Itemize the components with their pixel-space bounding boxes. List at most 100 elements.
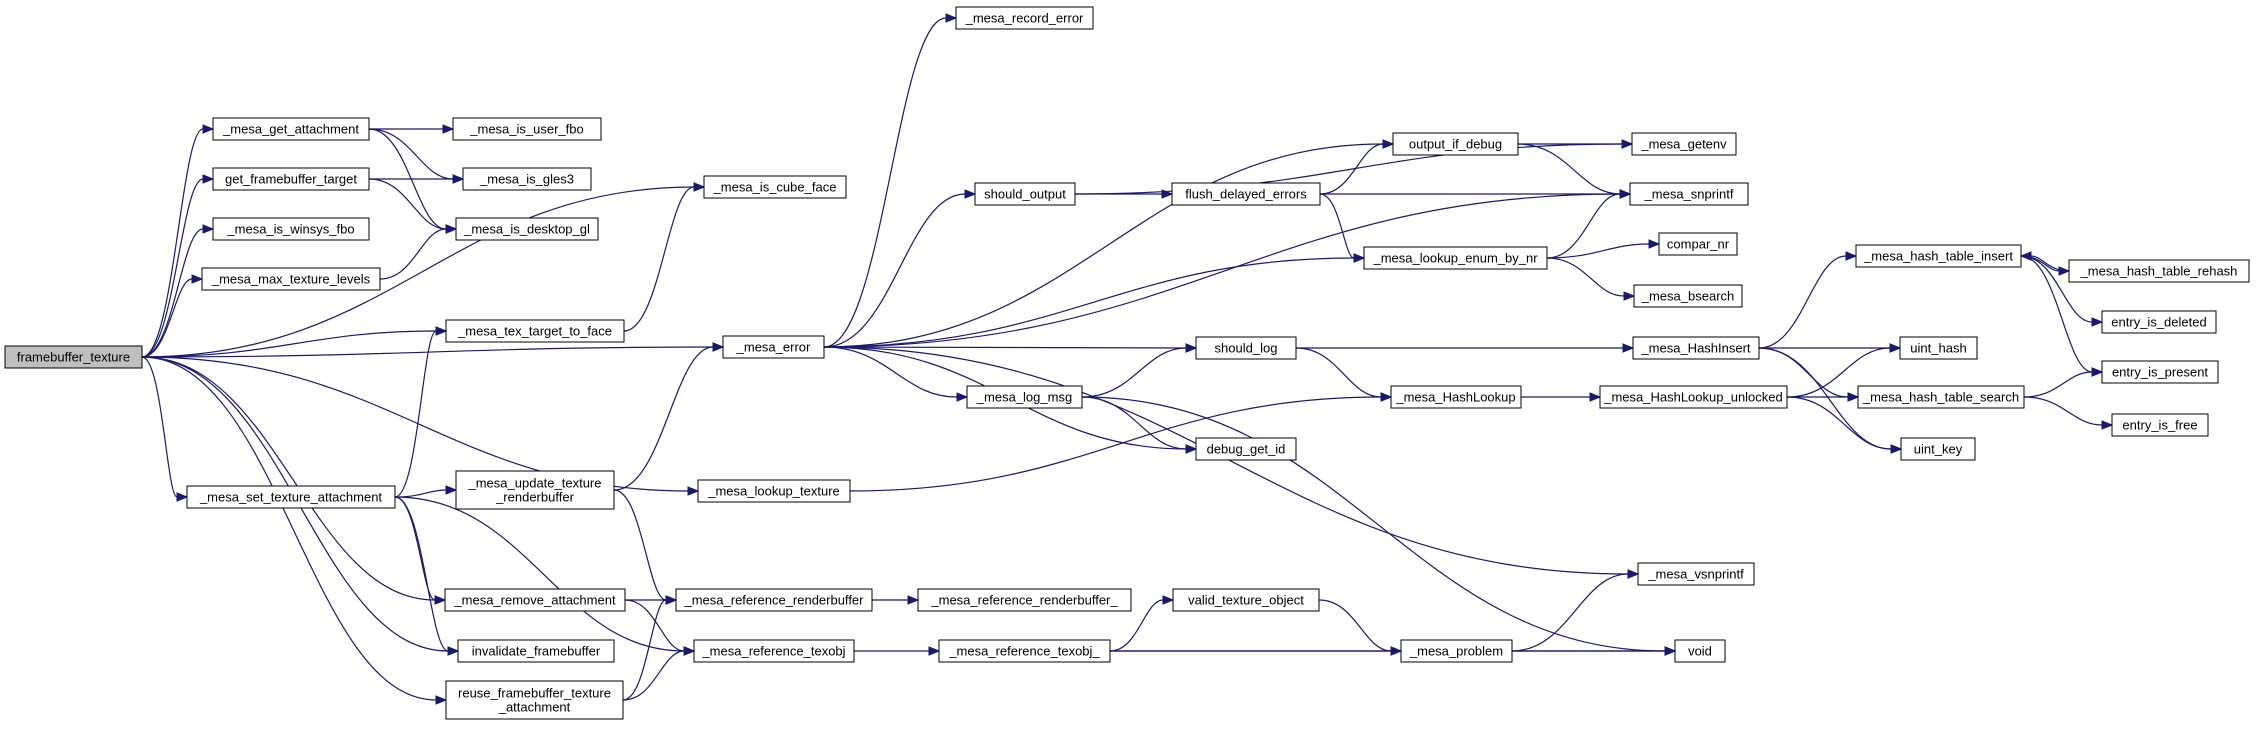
node-entry-is-free[interactable]: entry_is_free xyxy=(2111,413,2209,437)
node-mesa-hashlookup[interactable]: _mesa_HashLookup xyxy=(1390,385,1522,409)
node-mesa-snprintf[interactable]: _mesa_snprintf xyxy=(1629,182,1749,206)
node-mesa-set-texture-attachment[interactable]: _mesa_set_texture_attachment xyxy=(186,485,396,509)
node-should-log[interactable]: should_log xyxy=(1195,336,1297,360)
node-box xyxy=(462,167,592,191)
node-uint-hash[interactable]: uint_hash xyxy=(1899,336,1978,360)
edge-line xyxy=(394,496,449,652)
edge-line xyxy=(1517,143,1621,195)
edge-arrowhead xyxy=(1664,646,1677,656)
edge-mesa-problem-to-mesa-vsnprintf xyxy=(1511,569,1640,652)
edge-should-output-to-mesa-getenv xyxy=(1074,139,1634,195)
node-mesa-hashinsert[interactable]: _mesa_HashInsert xyxy=(1632,336,1760,360)
edge-arrowhead xyxy=(1589,392,1602,402)
node-mesa-is-gles3[interactable]: _mesa_is_gles3 xyxy=(462,167,592,191)
edge-arrowhead xyxy=(2101,420,2114,430)
node-mesa-update-texture-renderbuffer[interactable]: _mesa_update_texture_renderbuffer xyxy=(455,470,615,510)
node-mesa-is-user-fbo[interactable]: _mesa_is_user_fbo xyxy=(452,117,602,141)
node-mesa-reference-texobj[interactable]: _mesa_reference_texobj_ xyxy=(938,639,1111,663)
node-mesa-hash-table-search[interactable]: _mesa_hash_table_search xyxy=(1857,385,2025,409)
node-mesa-is-cube-face[interactable]: _mesa_is_cube_face xyxy=(703,175,847,199)
node-invalidate-framebuffer[interactable]: invalidate_framebuffer xyxy=(457,639,615,663)
edge-get-framebuffer-target-to-mesa-is-gles3 xyxy=(369,174,465,184)
node-mesa-record-error[interactable]: _mesa_record_error xyxy=(955,6,1094,30)
edge-arrowhead xyxy=(1390,646,1403,656)
node-mesa-remove-attachment[interactable]: _mesa_remove_attachment xyxy=(444,588,626,612)
edge-line xyxy=(1786,347,1891,398)
node-label: _mesa_getenv xyxy=(1640,137,1727,152)
edge-arrowhead xyxy=(202,224,215,234)
edge-arrowhead xyxy=(1889,343,1902,353)
node-mesa-tex-target-to-face[interactable]: _mesa_tex_target_to_face xyxy=(445,319,625,343)
edge-mesa-max-texture-levels-to-mesa-is-desktop-gl xyxy=(379,224,458,280)
node-box xyxy=(1599,385,1788,409)
edge-line xyxy=(141,356,178,498)
node-box xyxy=(4,345,143,369)
node-box xyxy=(2101,310,2217,334)
node-mesa-is-desktop-gl[interactable]: _mesa_is_desktop_gl xyxy=(455,217,599,241)
edge-line xyxy=(823,143,1384,348)
node-label: _mesa_HashLookup xyxy=(1395,390,1515,405)
edge-line xyxy=(394,496,436,601)
node-mesa-reference-renderbuffer[interactable]: _mesa_reference_renderbuffer xyxy=(675,588,873,612)
node-get-framebuffer-target[interactable]: get_framebuffer_target xyxy=(212,167,370,191)
node-mesa-is-winsys-fbo[interactable]: _mesa_is_winsys_fbo xyxy=(212,217,370,241)
edge-mesa-hashlookup-to-mesa-hashlookup-unlocked xyxy=(1521,392,1602,402)
node-entry-is-deleted[interactable]: entry_is_deleted xyxy=(2101,310,2217,334)
node-mesa-vsnprintf[interactable]: _mesa_vsnprintf xyxy=(1637,562,1755,586)
edge-mesa-lookup-enum-by-nr-to-mesa-bsearch xyxy=(1546,257,1636,301)
edge-framebuffer-texture-to-mesa-get-attachment xyxy=(141,124,215,358)
node-reuse-framebuffer-texture-attachment[interactable]: reuse_framebuffer_texture_attachment xyxy=(445,680,624,720)
node-flush-delayed-errors[interactable]: flush_delayed_errors xyxy=(1171,182,1321,206)
node-label: flush_delayed_errors xyxy=(1185,187,1307,202)
edge-mesa-hashinsert-to-uint-hash xyxy=(1759,343,1902,353)
node-mesa-bsearch[interactable]: _mesa_bsearch xyxy=(1633,284,1743,308)
node-mesa-lookup-texture[interactable]: _mesa_lookup_texture xyxy=(697,479,851,503)
node-label: framebuffer_texture xyxy=(17,350,130,365)
node-mesa-getenv[interactable]: _mesa_getenv xyxy=(1631,132,1737,156)
edge-line xyxy=(141,356,437,701)
edge-mesa-error-to-output-if-debug xyxy=(823,139,1395,348)
edge-line xyxy=(141,228,204,358)
node-mesa-reference-texobj[interactable]: _mesa_reference_texobj xyxy=(693,639,855,663)
node-label: _mesa_hash_table_rehash xyxy=(2080,264,2238,279)
node-label: _mesa_tex_target_to_face xyxy=(457,324,612,339)
node-mesa-log-msg[interactable]: _mesa_log_msg xyxy=(966,385,1083,409)
node-mesa-hash-table-insert[interactable]: _mesa_hash_table_insert xyxy=(1855,244,2022,268)
node-entry-is-present[interactable]: entry_is_present xyxy=(2101,360,2219,384)
node-box xyxy=(1637,562,1755,586)
node-mesa-problem[interactable]: _mesa_problem xyxy=(1400,639,1513,663)
node-mesa-max-texture-levels[interactable]: _mesa_max_texture_levels xyxy=(201,267,381,291)
node-compar-nr[interactable]: compar_nr xyxy=(1658,232,1738,256)
edge-arrowhead xyxy=(447,646,460,656)
edge-should-log-to-mesa-hashlookup xyxy=(1295,347,1393,402)
node-mesa-get-attachment[interactable]: _mesa_get_attachment xyxy=(212,117,370,141)
node-label: invalidate_framebuffer xyxy=(472,644,601,659)
node-label: reuse_framebuffer_texture xyxy=(458,686,611,701)
node-box xyxy=(452,117,602,141)
node-label: _mesa_max_texture_levels xyxy=(211,272,371,287)
node-uint-key[interactable]: uint_key xyxy=(1900,437,1976,461)
node-mesa-error[interactable]: _mesa_error xyxy=(722,335,825,359)
node-valid-texture-object[interactable]: valid_texture_object xyxy=(1172,588,1320,612)
node-mesa-hashlookup-unlocked[interactable]: _mesa_HashLookup_unlocked xyxy=(1599,385,1788,409)
edge-arrowhead xyxy=(1621,139,1634,149)
node-mesa-reference-renderbuffer[interactable]: _mesa_reference_renderbuffer_ xyxy=(917,588,1132,612)
edge-arrowhead xyxy=(434,595,447,605)
node-output-if-debug[interactable]: output_if_debug xyxy=(1392,132,1519,156)
edge-mesa-tex-target-to-face-to-mesa-is-cube-face xyxy=(623,182,706,332)
node-should-output[interactable]: should_output xyxy=(974,182,1076,206)
edge-mesa-get-attachment-to-mesa-is-user-fbo xyxy=(368,124,455,134)
node-debug-get-id[interactable]: debug_get_id xyxy=(1195,437,1297,461)
node-box xyxy=(1195,437,1297,461)
node-label: _mesa_is_gles3 xyxy=(479,172,574,187)
node-box xyxy=(1857,385,2025,409)
node-label: _mesa_HashLookup_unlocked xyxy=(1603,390,1783,405)
node-label: entry_is_present xyxy=(2112,365,2208,380)
node-framebuffer-texture[interactable]: framebuffer_texture xyxy=(4,345,143,369)
edge-arrowhead xyxy=(435,326,448,336)
node-void[interactable]: void xyxy=(1674,639,1726,663)
node-mesa-lookup-enum-by-nr[interactable]: _mesa_lookup_enum_by_nr xyxy=(1363,246,1548,270)
node-box xyxy=(955,6,1094,30)
node-label: compar_nr xyxy=(1667,237,1730,252)
node-mesa-hash-table-rehash[interactable]: _mesa_hash_table_rehash xyxy=(2068,259,2250,283)
